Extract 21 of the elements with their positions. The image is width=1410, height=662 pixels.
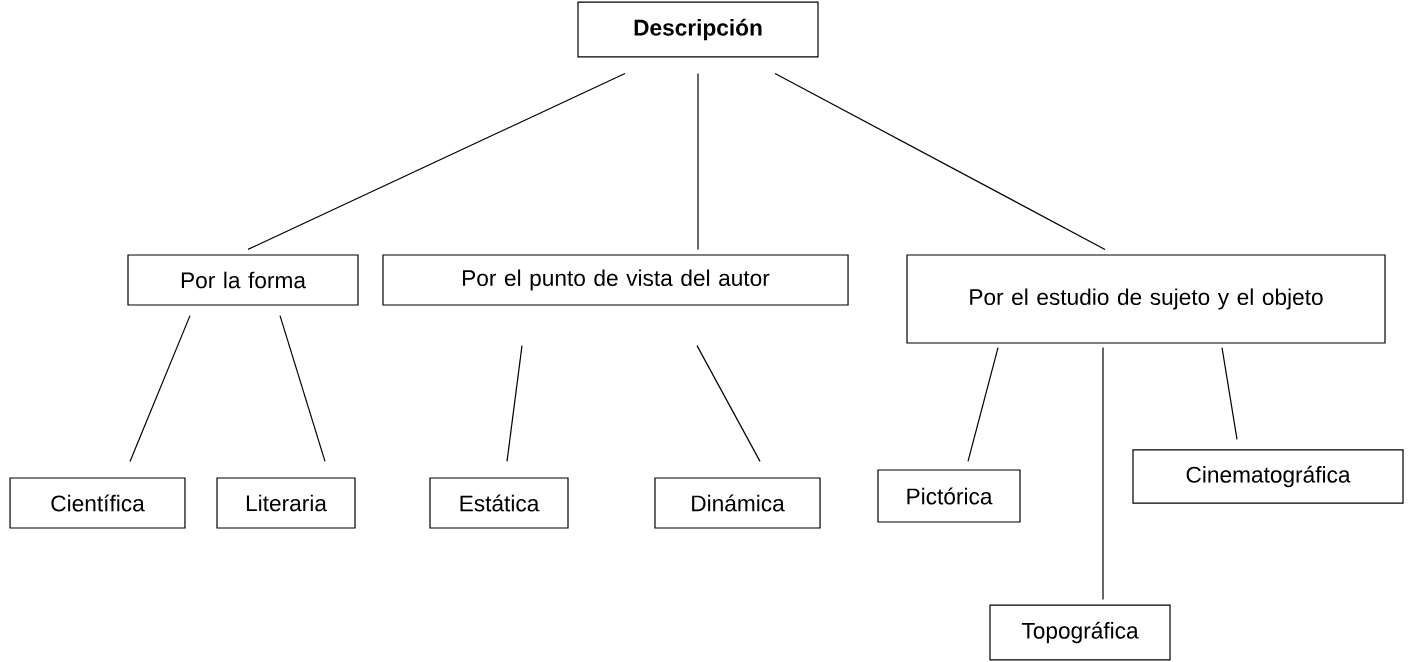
- category-box: Topográfica: [989, 604, 1171, 661]
- category-box: Pictórica: [877, 469, 1021, 523]
- connector-line: [1102, 347, 1104, 601]
- connector-line: [506, 345, 523, 462]
- connector-line: [967, 347, 999, 462]
- category-box: Por la forma: [127, 254, 359, 306]
- category-box: Cinematográfica: [1132, 449, 1404, 504]
- connector-line: [696, 345, 761, 462]
- category-box: Estática: [429, 477, 569, 529]
- connector-line: [697, 72, 699, 250]
- connector-line: [247, 72, 626, 250]
- category-box: Por el estudio de sujeto y el objeto: [906, 254, 1386, 344]
- category-box: Científica: [9, 477, 186, 529]
- connector-line: [1221, 347, 1238, 440]
- connector-line: [279, 315, 326, 462]
- connector-line: [774, 72, 1106, 250]
- category-box: Dinámica: [654, 477, 821, 529]
- category-box: Por el punto de vista del autor: [382, 254, 849, 306]
- connector-line: [129, 315, 191, 462]
- root-box: Descripción: [577, 1, 819, 58]
- category-box: Literaria: [216, 477, 356, 529]
